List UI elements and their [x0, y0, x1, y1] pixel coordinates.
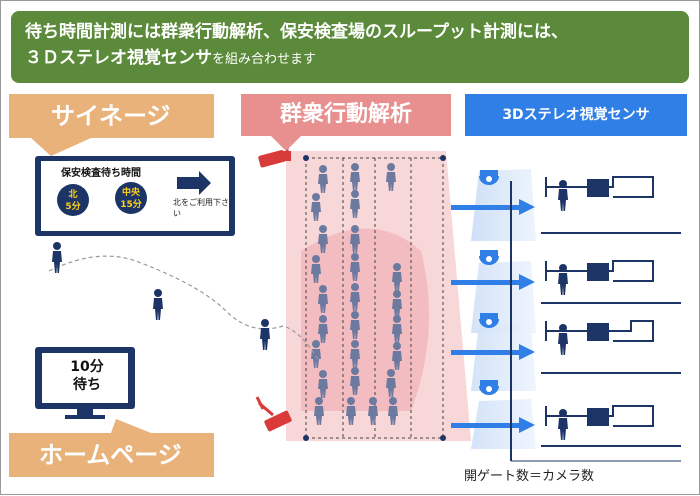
grid-corner-dots — [303, 155, 446, 441]
homepage-banner: ホームページ — [9, 433, 214, 477]
analysis-grid — [305, 157, 444, 439]
sensor-4-icon — [479, 380, 499, 395]
monitor-text: 10分 待ち — [57, 358, 117, 394]
signage-title: 保安検査待ち時間 — [61, 168, 141, 179]
monitor-line-1: 10分 — [70, 359, 104, 375]
homepage-monitor — [35, 347, 135, 419]
gate-lane-4 — [541, 405, 681, 447]
group-callout — [271, 136, 301, 151]
gate-lanes — [541, 176, 681, 447]
gate-lane-3 — [541, 320, 681, 374]
signage-arrow-icon — [177, 171, 211, 195]
stereo-sensor-banner: 3Dステレオ視覚センサ — [465, 94, 687, 136]
homepage-callout — [111, 419, 151, 433]
header-line-1: 待ち時間計測には群衆行動解析、保安検査場のスループット計測には、 — [25, 22, 568, 42]
monitor-line-2: 待ち — [73, 377, 101, 393]
signage-message: 北をご利用下さい — [173, 198, 229, 218]
center-wait-badge: 中央 15分 — [115, 182, 147, 214]
header-line-2: ３Ｄステレオ視覚センサを組み合わせます — [25, 45, 675, 73]
center-time: 15分 — [120, 200, 142, 210]
flow-arrows — [451, 199, 535, 433]
gate-lane-1 — [541, 176, 681, 234]
north-time: 5分 — [65, 202, 81, 212]
header-line-2-bold: ３Ｄステレオ視覚センサ — [25, 48, 212, 68]
north-wait-badge: 北 5分 — [57, 184, 89, 216]
header-banner: 待ち時間計測には群衆行動解析、保安検査場のスループット計測には、 ３Ｄステレオ視… — [11, 11, 689, 83]
center-label: 中央 — [121, 188, 140, 198]
gate-caption: 開ゲート数＝カメラ数 — [464, 469, 595, 484]
group-analysis-banner: 群衆行動解析 — [241, 94, 451, 136]
signage-callout — [31, 138, 91, 156]
analysis-zone — [286, 151, 471, 441]
walking-path — [48, 255, 320, 362]
gate-lane-2 — [541, 260, 681, 304]
signage-banner: サイネージ — [9, 94, 214, 138]
analysis-camera-bottom-icon — [255, 396, 292, 432]
header-line-2-rest: を組み合わせます — [212, 52, 317, 67]
north-label: 北 — [68, 190, 78, 200]
